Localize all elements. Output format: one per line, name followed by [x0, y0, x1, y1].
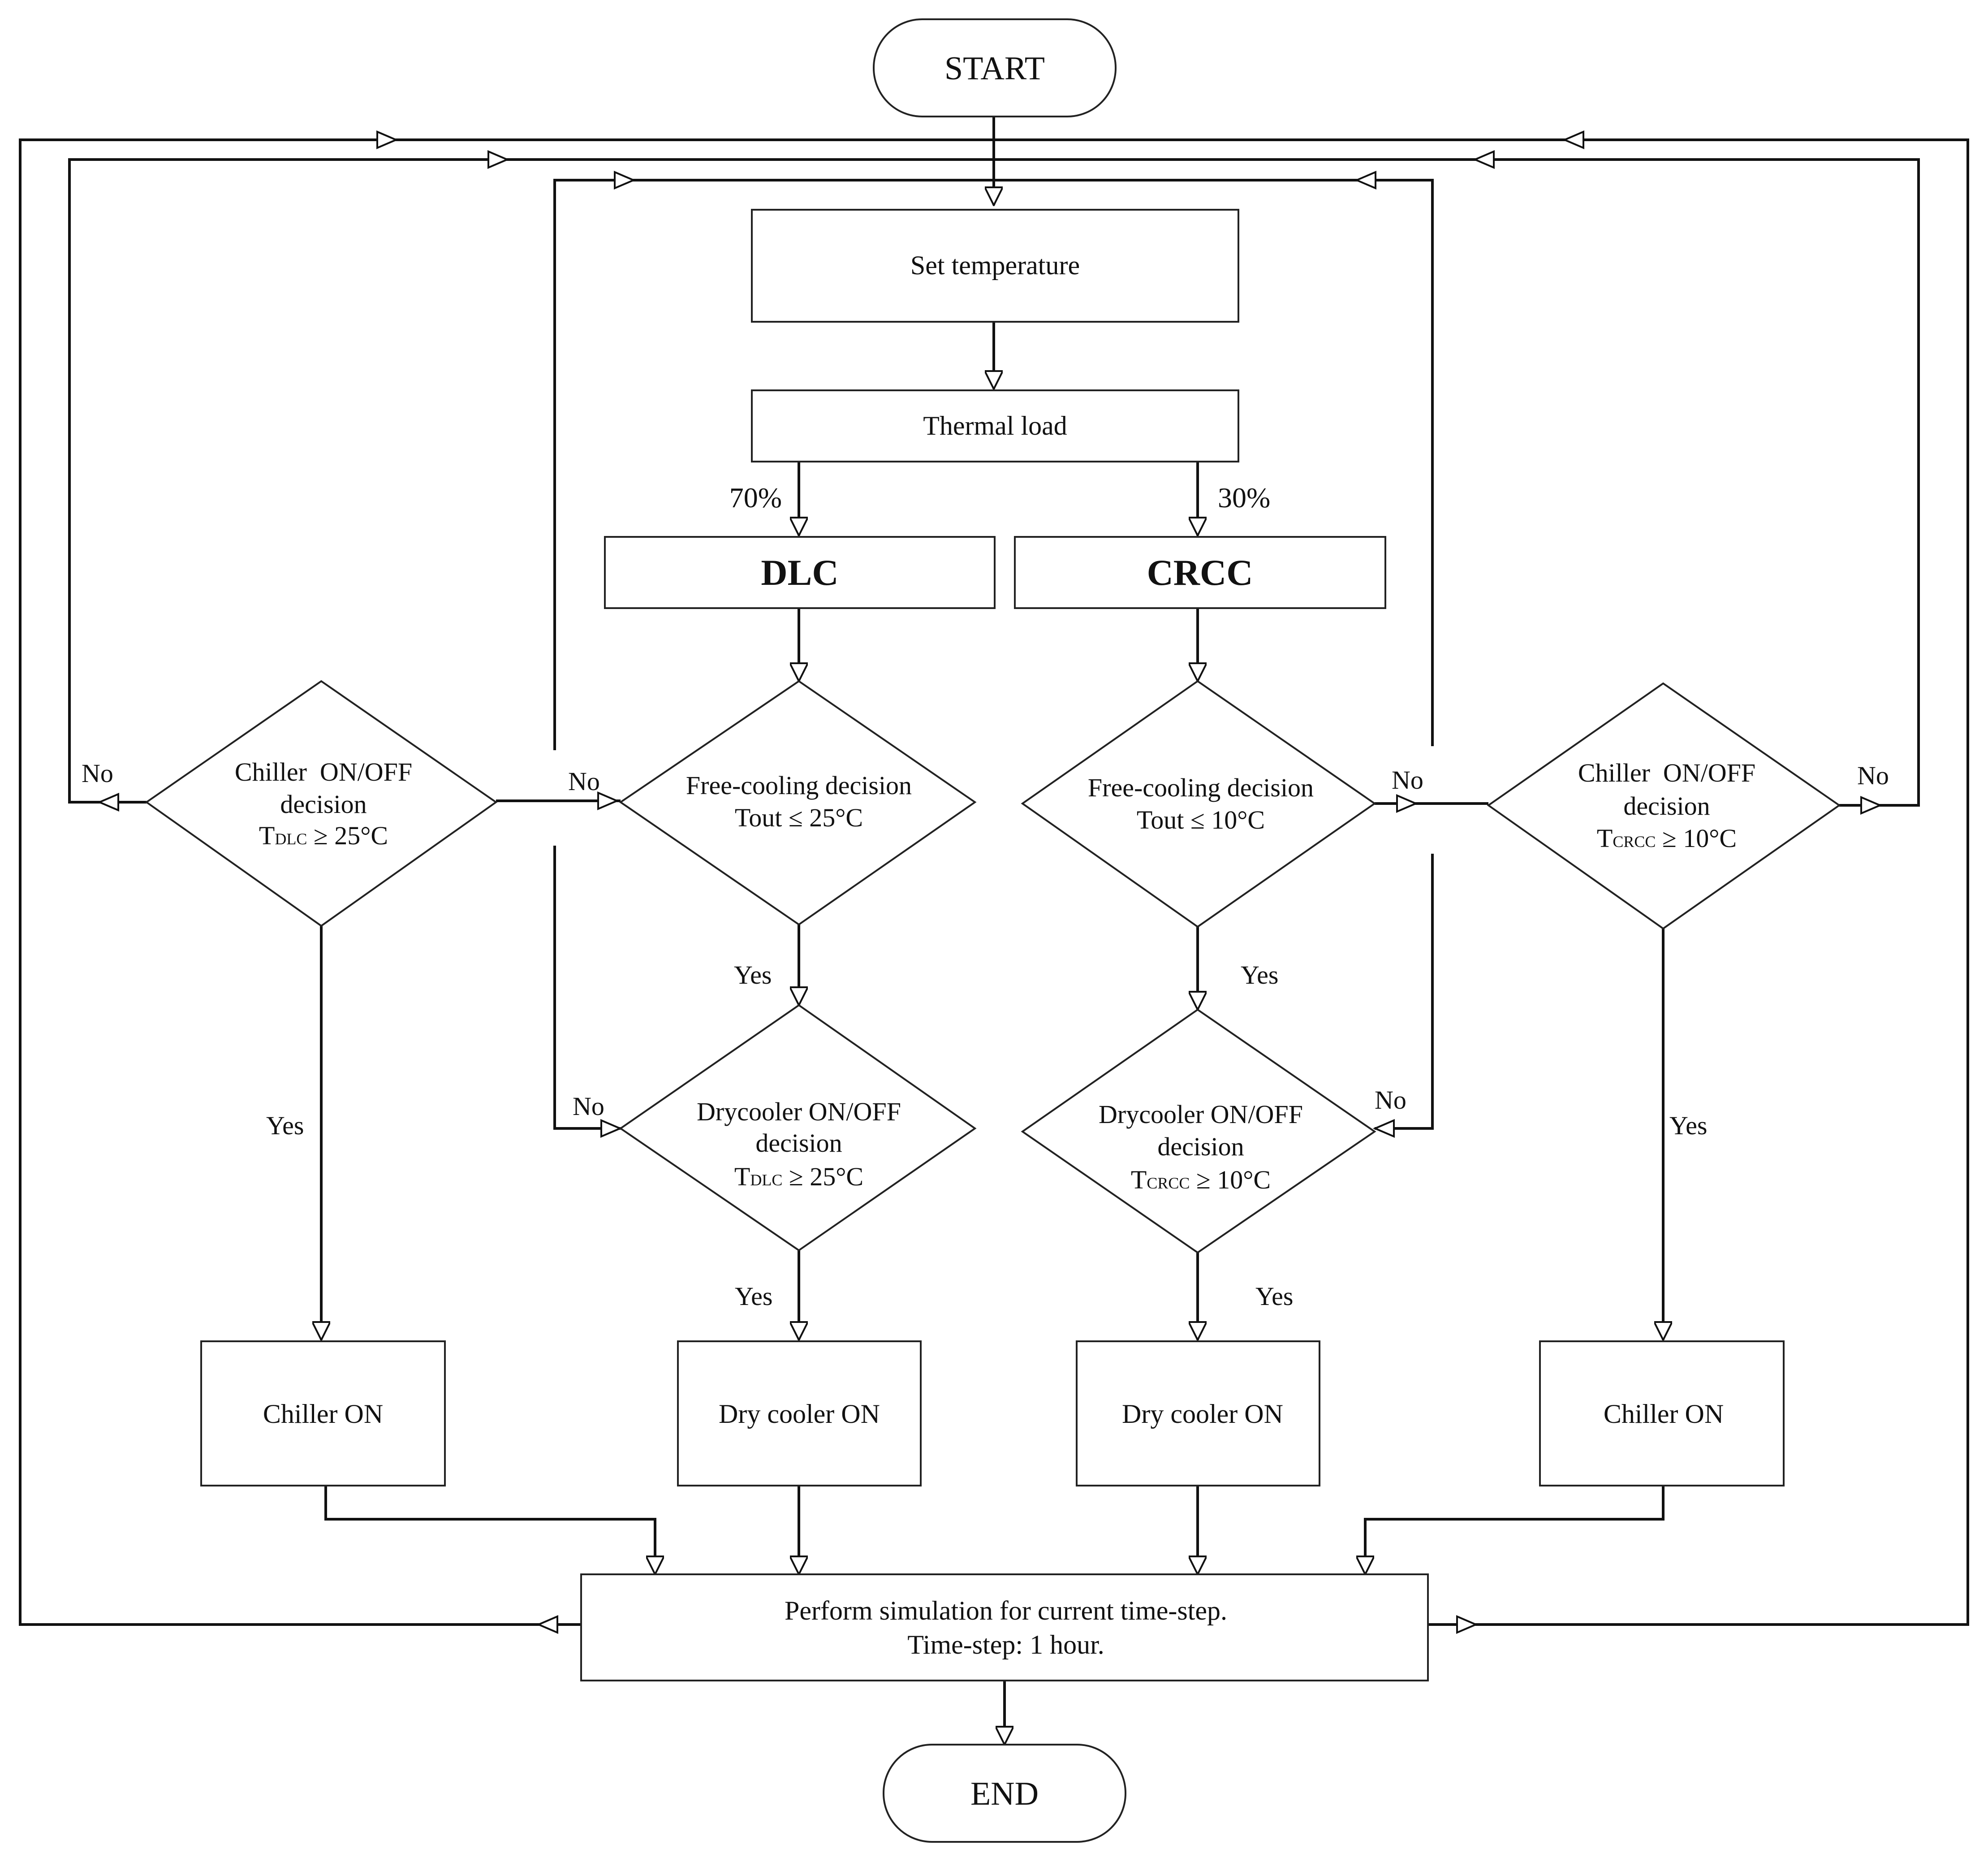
yes-label-freecool-dlc: Yes [734, 960, 772, 989]
freecool-crcc-decision: Free-cooling decision Tout ≤ 10°C [1021, 680, 1376, 928]
drycooler-dlc-decision: Drycooler ON/OFF decision TDLC ≥ 25°C [619, 1004, 977, 1252]
freecool-dlc-line-1: Free-cooling decision [686, 771, 912, 800]
freecool-dlc-decision: Free-cooling decision Tout ≤ 25°C [619, 680, 977, 926]
no-label-chiller-dlc: No [82, 759, 113, 788]
yes-label-chiller-crcc: Yes [1669, 1111, 1707, 1140]
drycooler-crcc-decision: Drycooler ON/OFF decision TCRCC ≥ 10°C [1021, 1008, 1376, 1254]
freecool-crcc-line-1: Free-cooling decision [1088, 773, 1314, 802]
no-label-freecool-crcc: No [1392, 765, 1423, 795]
condition-subscript: DLC [275, 830, 307, 848]
drycooler-on-crcc-label: Dry cooler ON [1122, 1399, 1283, 1429]
crcc-box: CRCC [1014, 536, 1386, 609]
crcc-share-label: 30% [1218, 482, 1270, 514]
chiller-on-right-box: Chiller ON [1539, 1340, 1785, 1486]
chiller-crcc-line-2: decision [1623, 791, 1710, 821]
chiller-dlc-condition: TDLC ≥ 25°C [259, 821, 388, 850]
chiller-dlc-line-1: Chiller ON/OFF [235, 757, 412, 786]
crcc-label: CRCC [1147, 552, 1253, 593]
drycooler-crcc-line-2: decision [1157, 1132, 1244, 1161]
drycooler-on-crcc-box: Dry cooler ON [1076, 1340, 1320, 1486]
end-label: END [970, 1776, 1039, 1812]
no-label-freecool-dlc: No [568, 767, 600, 796]
simulation-line-2: Time-step: 1 hour. [907, 1630, 1104, 1659]
condition-subscript: CRCC [1613, 833, 1656, 851]
drycooler-dlc-condition: TDLC ≥ 25°C [734, 1162, 863, 1191]
condition-threshold: ≥ 10°C [1656, 824, 1737, 853]
chiller-on-left-label: Chiller ON [263, 1399, 383, 1429]
no-label-drycooler-dlc: No [573, 1092, 604, 1121]
condition-var: T [1597, 824, 1613, 853]
condition-var: T [1131, 1165, 1147, 1194]
chiller-on-left-box: Chiller ON [200, 1340, 446, 1486]
freecool-dlc-line-2: Tout ≤ 25°C [735, 803, 863, 832]
condition-subscript: DLC [750, 1171, 782, 1189]
simulation-box: Perform simulation for current time-step… [580, 1573, 1429, 1681]
condition-threshold: ≥ 10°C [1190, 1165, 1271, 1194]
no-arrowheads [597, 791, 1419, 1138]
condition-var: T [259, 821, 275, 850]
drycooler-crcc-line-1: Drycooler ON/OFF [1099, 1100, 1303, 1129]
chiller-dlc-line-2: decision [280, 790, 367, 819]
drycooler-dlc-line-1: Drycooler ON/OFF [697, 1097, 901, 1126]
drycooler-on-dlc-label: Dry cooler ON [719, 1399, 880, 1429]
yes-label-chiller-dlc: Yes [266, 1111, 304, 1140]
yes-label-drycooler-dlc: Yes [735, 1282, 772, 1311]
set-temperature-box: Set temperature [751, 209, 1239, 323]
freecool-crcc-line-2: Tout ≤ 10°C [1137, 805, 1265, 834]
yes-label-freecool-crcc: Yes [1241, 960, 1278, 989]
no-label-chiller-crcc: No [1857, 761, 1889, 790]
no-label-drycooler-crcc: No [1375, 1085, 1406, 1115]
simulation-line-1: Perform simulation for current time-step… [785, 1596, 1227, 1625]
dlc-label: DLC [761, 552, 838, 593]
set-temperature-label: Set temperature [910, 251, 1080, 280]
drycooler-crcc-condition: TCRCC ≥ 10°C [1131, 1165, 1271, 1194]
condition-subscript: CRCC [1147, 1174, 1190, 1192]
drycooler-on-dlc-box: Dry cooler ON [677, 1340, 922, 1486]
feedback-loops [19, 117, 1969, 1634]
drycooler-dlc-line-2: decision [755, 1128, 842, 1158]
chiller-dlc-decision: Chiller ON/OFF decision TDLC ≥ 25°C [145, 680, 498, 927]
dlc-share-label: 70% [729, 482, 782, 514]
condition-threshold: ≥ 25°C [782, 1162, 863, 1191]
branch-labels: No No No No No No Yes Yes Yes Yes Yes Ye… [82, 759, 1889, 1311]
condition-threshold: ≥ 25°C [307, 821, 388, 850]
condition-var: T [734, 1162, 750, 1191]
chiller-crcc-condition: TCRCC ≥ 10°C [1597, 824, 1737, 853]
flow-wires [321, 160, 1663, 1745]
start-terminal: START [873, 18, 1117, 117]
chiller-crcc-decision: Chiller ON/OFF decision TCRCC ≥ 10°C [1487, 682, 1841, 930]
yes-label-drycooler-crcc: Yes [1255, 1282, 1293, 1311]
dlc-box: DLC [604, 536, 996, 609]
end-terminal: END [883, 1744, 1126, 1843]
thermal-load-label: Thermal load [923, 411, 1067, 441]
chiller-on-right-label: Chiller ON [1604, 1399, 1724, 1429]
chiller-crcc-line-1: Chiller ON/OFF [1578, 758, 1755, 787]
thermal-load-box: Thermal load [751, 389, 1239, 462]
start-label: START [944, 50, 1045, 87]
